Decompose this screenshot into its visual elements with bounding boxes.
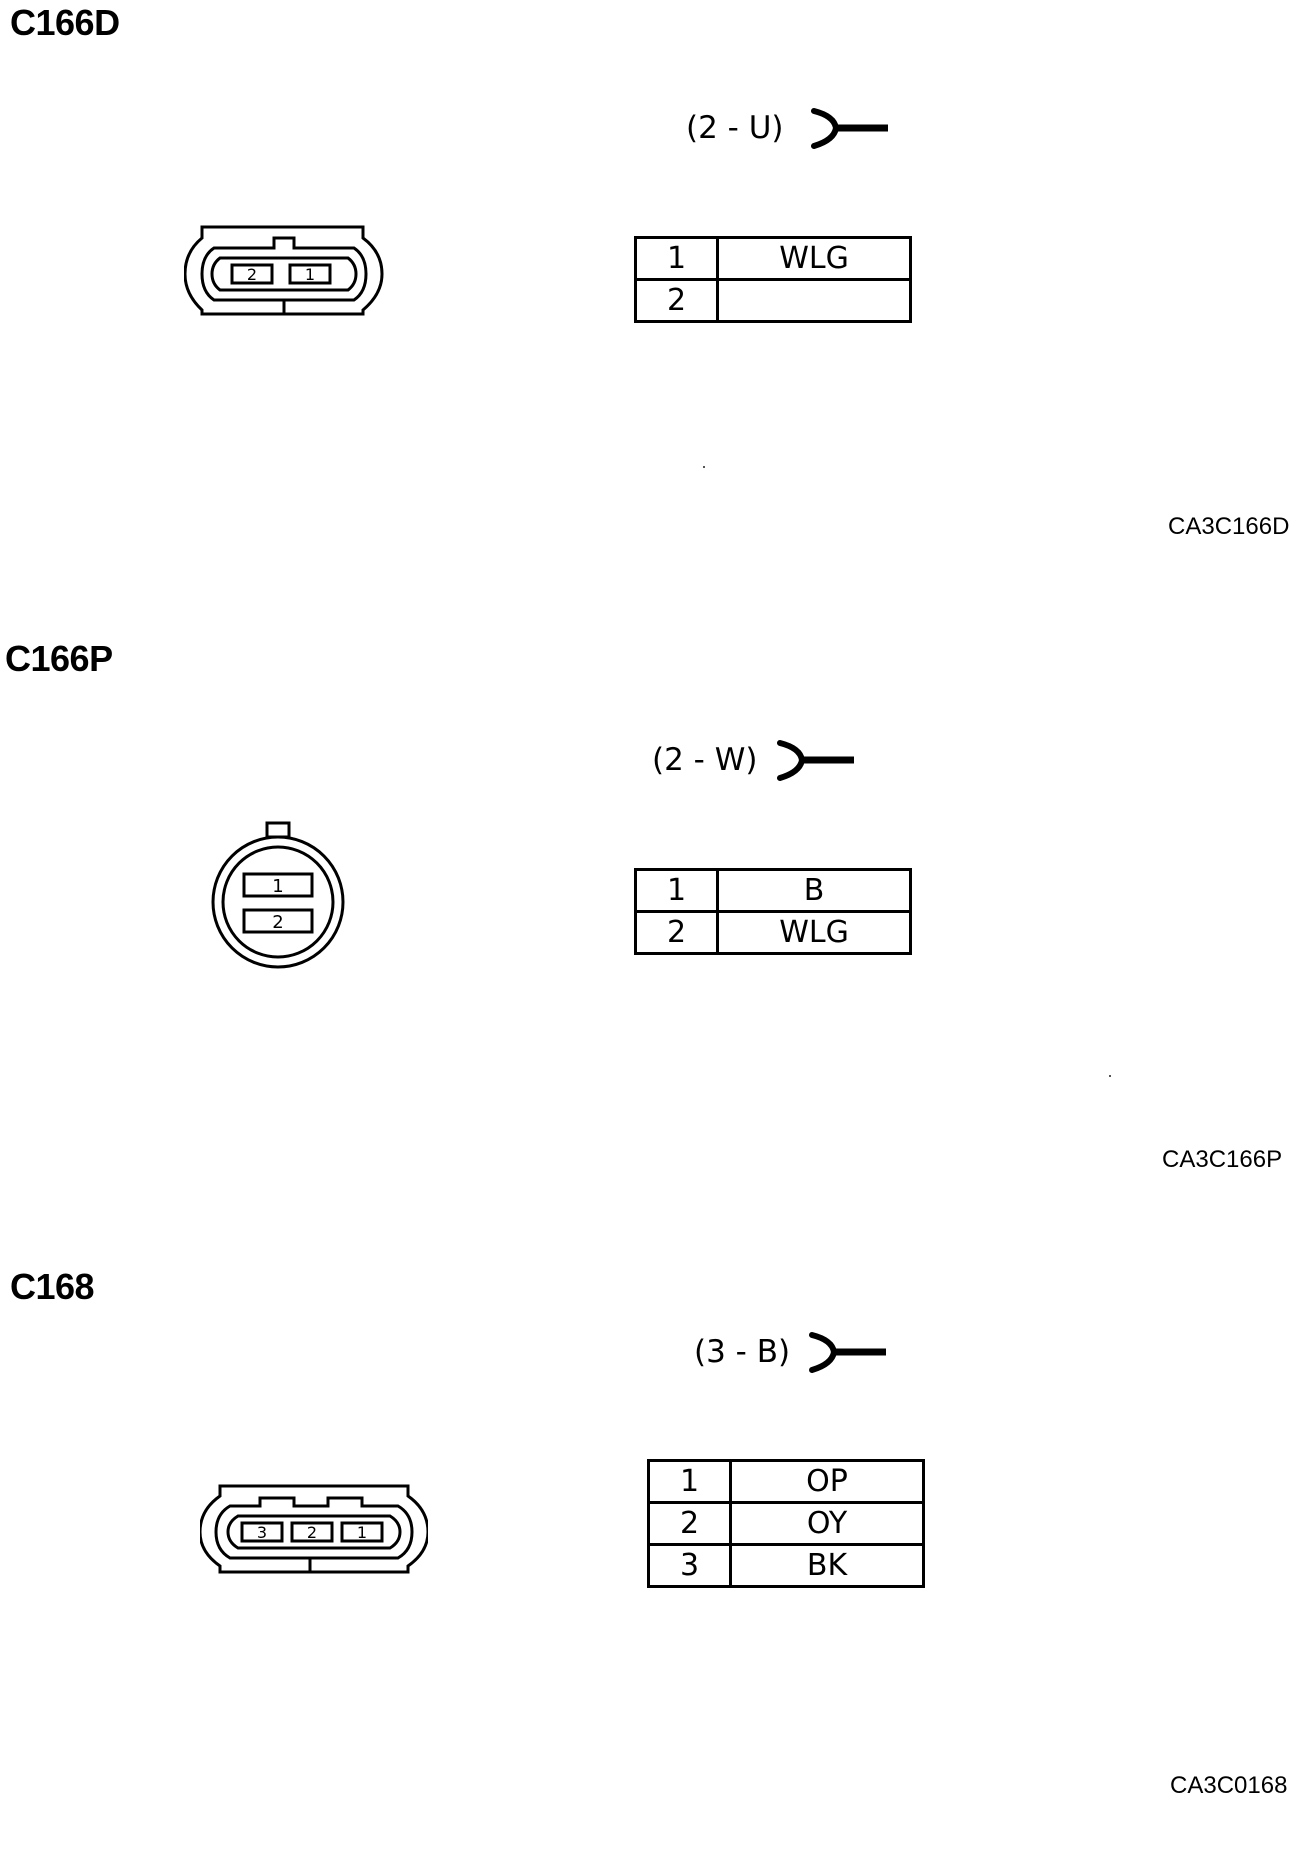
- pinout-table: 1 B 2 WLG: [634, 868, 912, 955]
- connector-pin-label: 1: [305, 265, 315, 284]
- connector-pin-label: 3: [257, 1523, 267, 1542]
- wire-color: WLG: [716, 910, 912, 955]
- wire-color: OY: [729, 1501, 925, 1546]
- table-row: 1 WLG: [634, 236, 912, 281]
- figure-reference-code: CA3C166P: [1162, 1146, 1283, 1173]
- pin-number: 1: [647, 1459, 732, 1504]
- pin-number: 2: [634, 278, 719, 323]
- section-title: C168: [10, 1266, 95, 1307]
- pin-number: 3: [647, 1543, 732, 1588]
- figure-reference-code: CA3C0168: [1170, 1772, 1288, 1799]
- round-2-pin-connector-icon: 1 2: [211, 821, 345, 969]
- section-title: C166P: [5, 638, 113, 679]
- scan-speck: [1109, 1075, 1111, 1077]
- connector-pin-label: 2: [247, 265, 257, 284]
- connector-spec: (2 - W): [652, 742, 758, 778]
- wire-fork-icon: [809, 1332, 886, 1373]
- connector-pin-label: 1: [272, 876, 283, 897]
- wire-color: BK: [729, 1543, 925, 1588]
- scan-speck: [703, 466, 705, 468]
- pin-number: 1: [634, 236, 719, 281]
- table-row: 2 WLG: [634, 910, 912, 955]
- wire-fork-icon: [777, 740, 854, 781]
- connector-section-c166d: C166D (2 - U) 2 1 1 WLG 2 CA3C166D: [0, 0, 1312, 602]
- wire-color: [716, 278, 912, 323]
- pin-number: 2: [634, 910, 719, 955]
- pinout-table: 1 WLG 2: [634, 236, 912, 323]
- pin-number: 1: [634, 868, 719, 913]
- table-row: 3 BK: [647, 1543, 925, 1588]
- pinout-table: 1 OP 2 OY 3 BK: [647, 1459, 925, 1588]
- table-row: 1 B: [634, 868, 912, 913]
- section-title: C166D: [10, 2, 120, 43]
- rectangular-2-pin-connector-icon: 2 1: [184, 225, 384, 316]
- wire-color: WLG: [716, 236, 912, 281]
- pin-number: 2: [647, 1501, 732, 1546]
- table-row: 1 OP: [647, 1459, 925, 1504]
- connector-section-c168: C168 (3 - B) 3 2 1 1 OP 2 OY 3 BK CA3C01…: [0, 1262, 1312, 1864]
- figure-reference-code: CA3C166D: [1168, 513, 1290, 540]
- connector-pin-label: 2: [272, 912, 283, 933]
- connector-spec: (3 - B): [694, 1334, 791, 1370]
- connector-pin-label: 2: [307, 1523, 317, 1542]
- wire-fork-icon: [811, 108, 888, 149]
- rectangular-3-pin-connector-icon: 3 2 1: [200, 1484, 428, 1574]
- table-row: 2 OY: [647, 1501, 925, 1546]
- connector-spec: (2 - U): [686, 110, 784, 146]
- wire-color: B: [716, 868, 912, 913]
- connector-section-c166p: C166P (2 - W) 1 2 1 B 2 WLG CA3C166P: [0, 632, 1312, 1234]
- wire-color: OP: [729, 1459, 925, 1504]
- connector-pin-label: 1: [357, 1523, 367, 1542]
- table-row: 2: [634, 278, 912, 323]
